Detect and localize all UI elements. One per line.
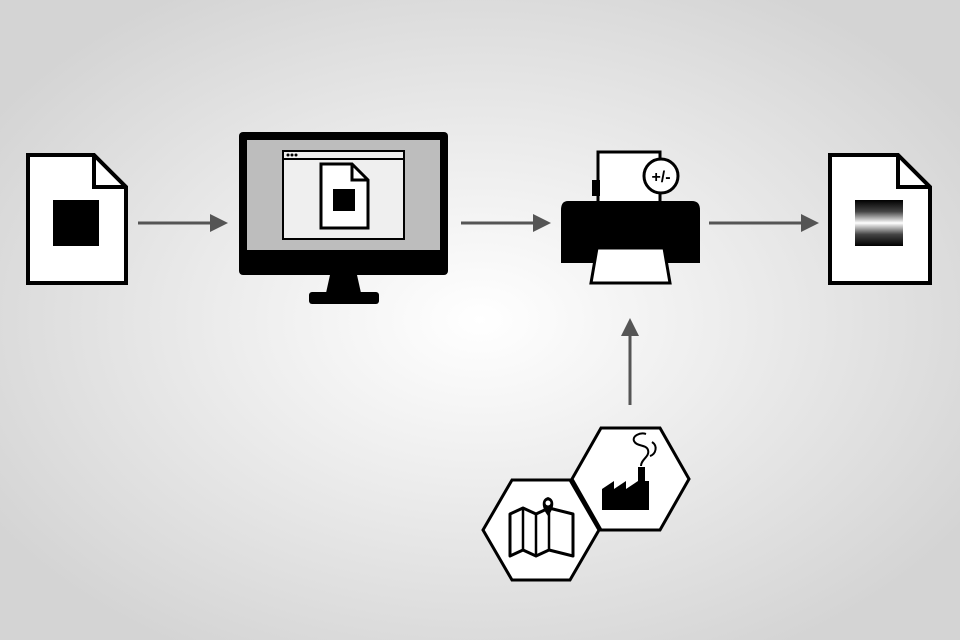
arrow-printer-to-output xyxy=(709,214,819,232)
source-document-icon xyxy=(26,153,128,285)
monitor-document-icon xyxy=(319,162,370,230)
source-content-square xyxy=(53,200,99,246)
arrow-computer-to-printer xyxy=(461,214,551,232)
industry-hexagon xyxy=(570,426,691,532)
adjust-badge-icon: +/- xyxy=(642,157,680,195)
output-gradient-square xyxy=(855,200,903,246)
monitor-icon xyxy=(239,132,448,304)
factory-icon xyxy=(602,432,657,510)
adjust-badge-text: +/- xyxy=(651,169,670,186)
map-pin-icon xyxy=(508,497,575,558)
location-hexagon xyxy=(481,478,601,582)
arrow-document-to-computer xyxy=(138,214,228,232)
printer-icon: +/- xyxy=(561,150,700,285)
output-document-icon xyxy=(828,153,932,285)
arrow-factors-to-printer xyxy=(621,318,639,405)
